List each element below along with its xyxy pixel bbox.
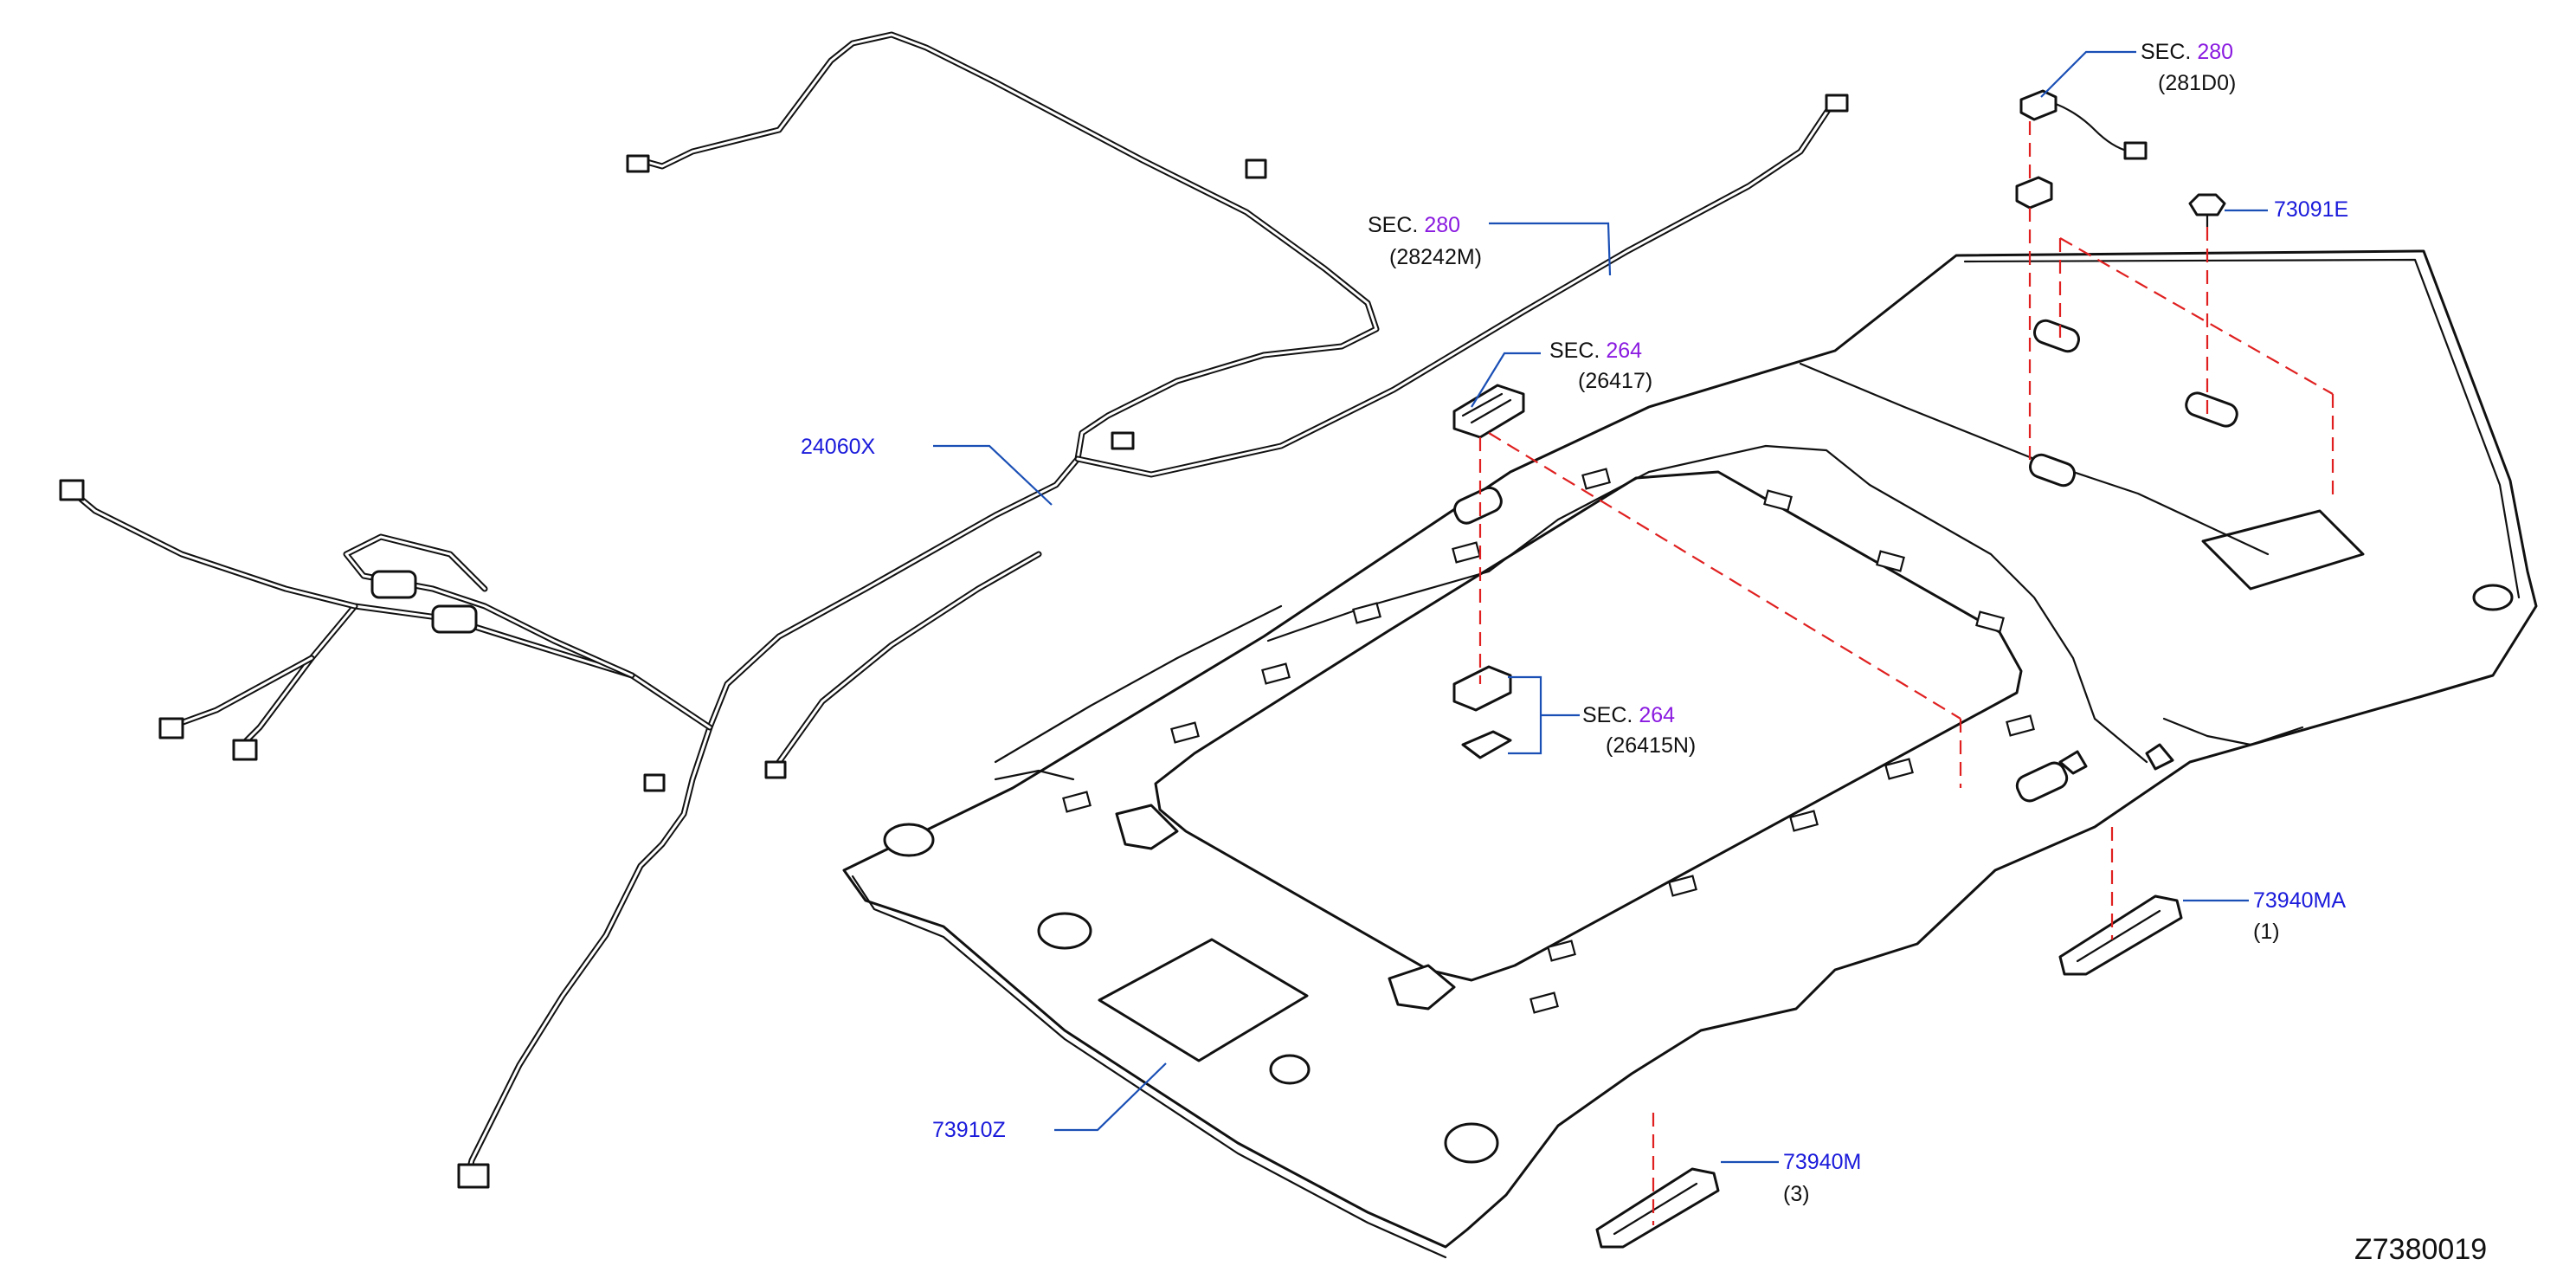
part-number-24060X[interactable]: 24060X [801,435,876,459]
section-subpart-26415N: (26415N) [1606,733,1697,758]
assist-grip-73940M[interactable] [1595,1167,1720,1249]
section-prefix: SEC. [2141,40,2192,64]
section-ref-280-feeder[interactable]: SEC. 280 [1368,215,1460,236]
part-number-73940MA[interactable]: 73940MA [2253,888,2347,913]
section-number[interactable]: 280 [1424,213,1461,237]
section-subpart-28242M: (28242M) [1389,245,1482,269]
section-subpart-281D0: (281D0) [2158,71,2237,95]
clip-73091E[interactable] [2188,193,2226,229]
antenna-lamp[interactable] [2015,89,2148,210]
section-prefix: SEC. [1582,703,1633,727]
part-number-73940M[interactable]: 73940M [1783,1150,1862,1174]
part-number-73091E[interactable]: 73091E [2274,197,2349,222]
leader-lines [933,50,2268,1164]
part-number-73910Z[interactable]: 73910Z [932,1118,1006,1142]
section-ref-280-lamp[interactable]: SEC. 280 [2141,42,2233,63]
room-lamp[interactable] [1452,665,1512,759]
headlining-panel[interactable] [842,249,2538,1259]
section-ref-264-map-lamp[interactable]: SEC. 264 [1549,340,1642,362]
map-lamp[interactable] [1452,384,1525,439]
dashed-guides [1478,121,2334,1225]
section-prefix: SEC. [1549,339,1600,363]
section-number[interactable]: 264 [1606,339,1643,363]
wire-harness[interactable] [59,31,1849,1189]
section-ref-264-room-lamp[interactable]: SEC. 264 [1582,705,1675,726]
section-number[interactable]: 264 [1639,703,1676,727]
section-prefix: SEC. [1368,213,1419,237]
diagram-code: Z7380019 [2354,1233,2488,1266]
section-number[interactable]: 280 [2197,40,2234,64]
quantity-73940MA: (1) [2253,920,2280,944]
assist-grip-73940MA[interactable] [2058,894,2183,976]
section-subpart-26417: (26417) [1578,369,1653,393]
quantity-73940M: (3) [1783,1182,1810,1206]
